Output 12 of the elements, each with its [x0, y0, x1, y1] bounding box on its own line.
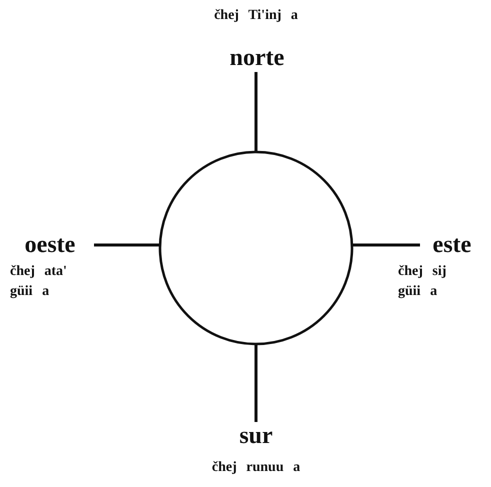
connector-line [353, 244, 420, 246]
direction-label: sur [239, 424, 273, 448]
translation-text: čhej Ti'inj a [213, 7, 299, 25]
translation-text: čhej ata' güii a [10, 263, 68, 301]
connector-line [254, 72, 258, 151]
direction-label: oeste [24, 233, 76, 257]
translation-text: čhej runuu a [210, 459, 302, 477]
translation-text: čhej sij güii a [398, 263, 448, 301]
direction-label: norte [230, 46, 284, 70]
connector-line [254, 345, 258, 422]
connector-line [94, 244, 159, 246]
direction-label: este [432, 233, 472, 257]
